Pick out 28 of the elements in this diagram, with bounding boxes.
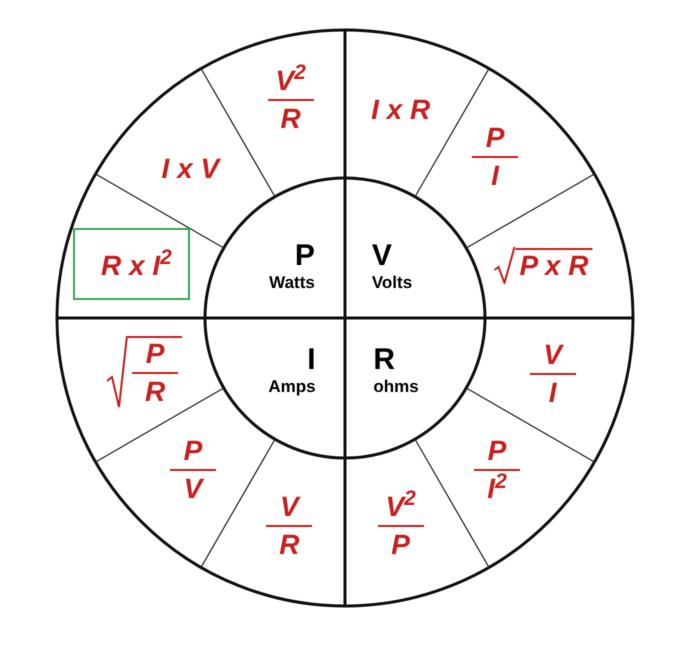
quantity-letter: I	[307, 343, 316, 377]
numerator-text: P	[486, 122, 504, 154]
unit-name: ohms	[373, 377, 419, 397]
denominator-text: R	[279, 528, 300, 561]
unit-name: Volts	[372, 273, 412, 293]
numerator-text: P	[184, 435, 202, 468]
denominator-text: R	[280, 102, 301, 135]
unit-name: Amps	[268, 377, 316, 397]
quantity-letter: V	[372, 239, 392, 273]
numerator-text: V	[543, 338, 562, 371]
numerator-text: V	[280, 490, 299, 523]
unit-name: Watts	[269, 273, 315, 293]
formula-text: P x R	[520, 250, 588, 281]
numerator-text: V$^{2}$	[275, 64, 306, 97]
numerator-text: P	[146, 338, 164, 370]
denominator-text: I	[491, 160, 499, 192]
denominator-text: I$^{2}$	[487, 473, 507, 506]
denominator-text: P	[391, 528, 410, 561]
numerator-text: V$^{2}$	[385, 490, 416, 523]
numerator-text: P	[488, 435, 506, 468]
quantity-letter: P	[294, 239, 315, 273]
formula-text: R x I$^{2}$	[100, 250, 172, 282]
formula-text: I x V	[162, 152, 220, 185]
denominator-text: I	[548, 376, 557, 409]
formula-text: I x R	[371, 94, 430, 126]
denominator-text: V	[184, 473, 202, 506]
quantity-letter: R	[373, 343, 395, 377]
denominator-text: R	[144, 376, 166, 408]
